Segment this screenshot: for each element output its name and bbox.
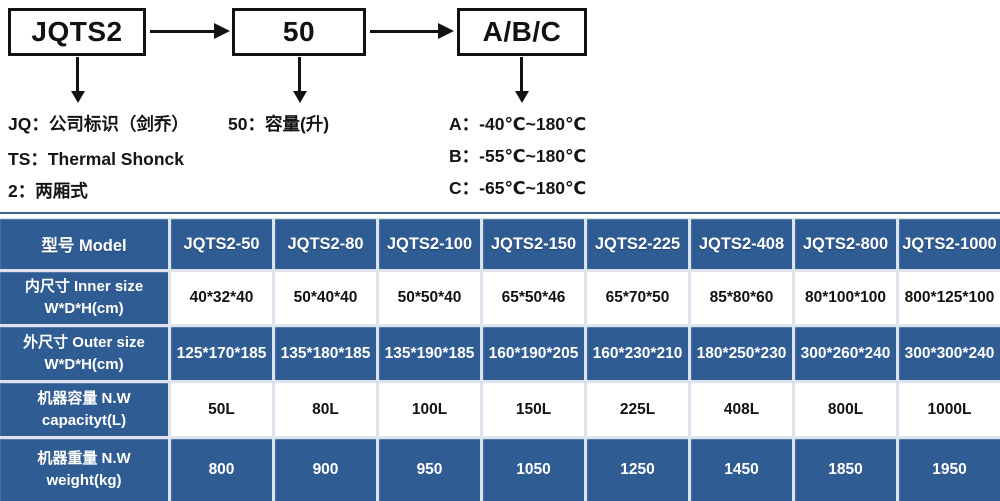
- spec-value-cell: 300*260*240: [795, 327, 896, 380]
- spec-value-cell: 160*230*210: [587, 327, 688, 380]
- spec-value-cell: 800L: [795, 383, 896, 436]
- spec-row-label-zh: 机器重量 N.W: [37, 450, 131, 468]
- model-temp-grade-label: A/B/C: [482, 16, 562, 47]
- arrow-down-head-icon: [293, 91, 307, 103]
- spec-header-cell: JQTS2-800: [795, 219, 896, 269]
- spec-value-cell: 1450: [691, 439, 792, 501]
- spec-header-cell: JQTS2-150: [483, 219, 584, 269]
- model-series-box: JQTS2: [8, 8, 146, 56]
- spec-value-cell: 135*180*185: [275, 327, 376, 380]
- spec-row-label-zh: 内尺寸 Inner size: [24, 278, 144, 296]
- spec-value-cell: 300*300*240: [899, 327, 1000, 380]
- spec-value-cell: 180*250*230: [691, 327, 792, 380]
- spec-value-cell: 80L: [275, 383, 376, 436]
- spec-row-label: 机器重量 N.W weight(kg): [0, 439, 168, 501]
- spec-row-label-en: capacityt(L): [41, 411, 127, 429]
- table-top-rule: [0, 212, 1000, 214]
- spec-header-cell: JQTS2-50: [171, 219, 272, 269]
- spec-value-cell: 900: [275, 439, 376, 501]
- spec-header-cell: JQTS2-100: [379, 219, 480, 269]
- spec-value-cell: 85*80*60: [691, 272, 792, 324]
- spec-value-cell: 800: [171, 439, 272, 501]
- spec-value-cell: 1250: [587, 439, 688, 501]
- spec-value-cell: 65*70*50: [587, 272, 688, 324]
- legend-ts: TS：Thermal Shonck: [8, 149, 185, 169]
- model-temp-grade-box: A/B/C: [457, 8, 587, 56]
- legend-2: 2：两厢式: [8, 181, 88, 201]
- spec-value-cell: 408L: [691, 383, 792, 436]
- spec-value-cell: 1950: [899, 439, 1000, 501]
- spec-value-cell: 160*190*205: [483, 327, 584, 380]
- arrow-down-head-icon: [71, 91, 85, 103]
- spec-value-cell: 800*125*100: [899, 272, 1000, 324]
- arrow-right-icon: [370, 30, 440, 33]
- spec-value-cell: 40*32*40: [171, 272, 272, 324]
- model-capacity-label: 50: [282, 16, 316, 47]
- spec-header-cell: JQTS2-80: [275, 219, 376, 269]
- arrow-down-icon: [298, 57, 301, 92]
- spec-header-cell: JQTS2-1000: [899, 219, 1000, 269]
- legend-50: 50：容量(升): [228, 114, 330, 134]
- spec-value-cell: 100L: [379, 383, 480, 436]
- legend-b: B：-55℃~180℃: [449, 146, 587, 166]
- arrow-down-icon: [76, 57, 79, 92]
- arrow-right-icon: [150, 30, 216, 33]
- legend-jq: JQ：公司标识（剑乔）: [8, 114, 189, 134]
- spec-row-label: 机器容量 N.W capacityt(L): [0, 383, 168, 436]
- model-series-label: JQTS2: [31, 16, 123, 47]
- spec-value-cell: 80*100*100: [795, 272, 896, 324]
- spec-value-cell: 65*50*46: [483, 272, 584, 324]
- spec-value-cell: 1000L: [899, 383, 1000, 436]
- spec-row-label-zh: 机器容量 N.W: [37, 389, 131, 407]
- spec-value-cell: 1850: [795, 439, 896, 501]
- legend-a: A：-40℃~180℃: [449, 114, 587, 134]
- spec-value-cell: 1050: [483, 439, 584, 501]
- spec-header-model: 型号 Model: [0, 219, 168, 269]
- spec-value-cell: 50*40*40: [275, 272, 376, 324]
- spec-row-label-zh: 外尺寸 Outer size: [23, 333, 145, 351]
- arrow-right-head-icon: [214, 23, 230, 39]
- spec-value-cell: 125*170*185: [171, 327, 272, 380]
- spec-value-cell: 225L: [587, 383, 688, 436]
- arrow-right-head-icon: [438, 23, 454, 39]
- spec-value-cell: 150L: [483, 383, 584, 436]
- legend-c: C：-65℃~180℃: [449, 178, 587, 198]
- spec-row-label-en: W*D*H(cm): [44, 355, 124, 373]
- spec-value-cell: 50*50*40: [379, 272, 480, 324]
- spec-row-label-en: weight(kg): [46, 472, 122, 489]
- spec-header-cell: JQTS2-408: [691, 219, 792, 269]
- spec-header-cell: JQTS2-225: [587, 219, 688, 269]
- arrow-down-icon: [520, 57, 523, 92]
- spec-value-cell: 50L: [171, 383, 272, 436]
- spec-value-cell: 135*190*185: [379, 327, 480, 380]
- arrow-down-head-icon: [515, 91, 529, 103]
- model-naming-diagram: JQTS2 50 A/B/C JQ：公司标识（剑乔） TS：Thermal Sh…: [0, 0, 1000, 212]
- spec-value-cell: 950: [379, 439, 480, 501]
- model-capacity-box: 50: [232, 8, 366, 56]
- spec-row-label-en: W*D*H(cm): [44, 300, 124, 317]
